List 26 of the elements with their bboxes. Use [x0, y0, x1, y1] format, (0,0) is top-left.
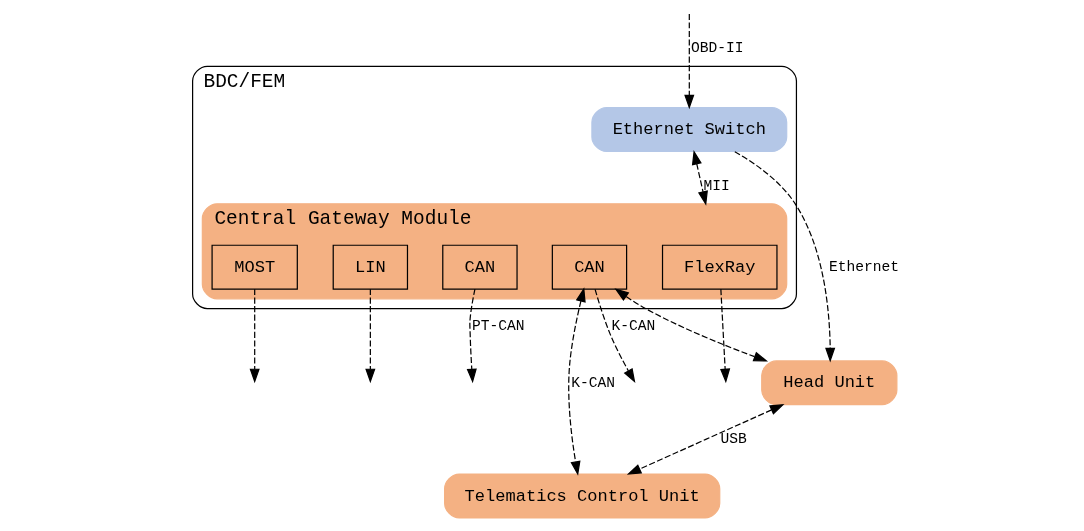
node-box: CAN	[551, 244, 628, 290]
arrow	[684, 13, 695, 110]
node-box: FlexRay	[661, 244, 778, 290]
node-box: CAN	[442, 244, 518, 290]
arrow	[626, 404, 785, 475]
edge-label: USB	[720, 431, 747, 448]
node-box: MOST	[211, 244, 298, 290]
edge-label: PT-CAN	[471, 317, 525, 334]
arrow	[614, 288, 769, 362]
edge-label: OBD-II	[691, 40, 744, 57]
edge-label: MII	[703, 177, 730, 194]
edge-label: K-CAN	[611, 317, 656, 334]
arrow	[568, 287, 586, 476]
arrow	[249, 288, 260, 384]
node-box: Head Unit	[761, 360, 898, 406]
arrow	[594, 288, 636, 384]
arrow	[691, 150, 708, 206]
arrow	[466, 288, 477, 384]
arrow	[720, 288, 731, 384]
edge-label: K-CAN	[571, 374, 616, 391]
node-box: LIN	[332, 244, 409, 290]
arrow	[365, 288, 376, 384]
node-box: Ethernet Switch	[591, 107, 788, 153]
arrow	[734, 151, 836, 363]
edge-label: Ethernet	[828, 258, 900, 275]
node-box: Telematics Control Unit	[444, 473, 721, 519]
